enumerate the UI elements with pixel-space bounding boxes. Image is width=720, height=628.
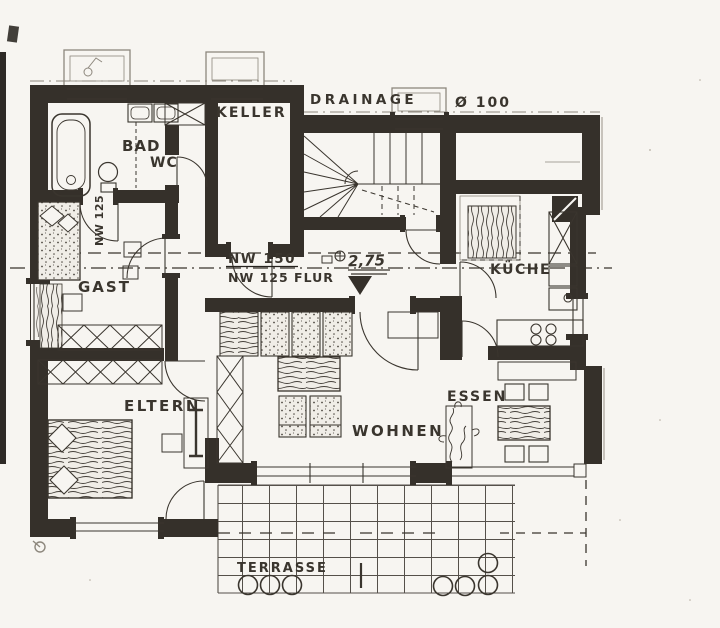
armchairs <box>278 395 342 438</box>
window <box>395 118 443 130</box>
terrace <box>217 480 587 597</box>
window-essen <box>452 466 584 477</box>
window-eltern <box>74 522 164 532</box>
sofa <box>219 311 353 357</box>
annotation-drainage: DRAINAGE <box>310 92 417 108</box>
toilet <box>97 161 119 193</box>
annotation-elevation: 2,75 <box>348 251 386 270</box>
doors <box>79 156 499 520</box>
dining-chairs <box>504 383 549 463</box>
bed-eltern <box>47 419 133 499</box>
window-wohnen <box>257 463 416 483</box>
wardrobe-gast <box>57 324 163 351</box>
furniture <box>37 102 584 499</box>
stove <box>496 319 584 347</box>
door-wohnen <box>359 311 419 371</box>
sideboard-wohnen <box>387 311 439 339</box>
area-label-terrasse: TERRASSE <box>237 561 328 576</box>
door-keller <box>231 256 273 298</box>
annotation-flur-width-2: NW 125 FLUR <box>228 270 334 285</box>
room-label-wohnen: WOHNEN <box>352 422 444 440</box>
labels: KELLER DRAINAGE Ø 100 BAD WC NW 125 GAST… <box>78 92 551 576</box>
room-label-gast: GAST <box>78 278 131 296</box>
radiator <box>39 283 63 349</box>
door-gast-flur <box>126 237 166 279</box>
annotation-door-width-gast: NW 125 <box>93 195 106 246</box>
washbasin <box>127 103 179 123</box>
nightstand <box>161 433 183 453</box>
sideboard-essen <box>497 361 577 381</box>
chimney-hatch <box>553 197 577 221</box>
room-label-eltern: ELTERN <box>124 397 201 415</box>
stool-gast <box>62 293 83 312</box>
room-label-kueche: KÜCHE <box>490 260 551 278</box>
room-label-bad: BAD <box>122 137 161 155</box>
room-label-essen: ESSEN <box>447 389 507 405</box>
fridge-cabinet <box>548 211 578 265</box>
flue-column <box>183 397 209 469</box>
door-essen <box>461 320 499 358</box>
door-stairs <box>405 229 441 265</box>
door-eltern <box>164 360 206 402</box>
door-bad <box>176 156 208 188</box>
terrace-planters <box>237 552 499 597</box>
section-lines <box>10 252 612 269</box>
terrace-grid <box>218 485 515 593</box>
wall-exterior-right <box>582 115 600 215</box>
window <box>67 88 127 100</box>
downspout <box>34 541 46 553</box>
walls <box>26 85 602 539</box>
door-eltern-terrasse <box>165 480 205 520</box>
annotation-flur-width-1: NW 150 <box>228 251 296 267</box>
room-label-wc: WC <box>150 155 178 171</box>
sink <box>548 265 578 311</box>
staircase <box>303 133 440 218</box>
plant <box>438 401 480 469</box>
bathtub <box>51 113 91 197</box>
window <box>211 88 263 100</box>
dining-table <box>497 405 551 441</box>
scan-artifacts <box>0 25 701 601</box>
room-label-keller: KELLER <box>216 105 287 121</box>
door-kueche <box>459 261 497 299</box>
annotation-pipe-diameter: Ø 100 <box>455 95 511 111</box>
shelf-wohnen <box>216 355 244 464</box>
table-gast <box>123 241 142 258</box>
wardrobe-eltern <box>37 359 163 385</box>
bed-gast <box>37 201 81 281</box>
pantry <box>459 195 521 261</box>
elevation-marker <box>321 250 390 295</box>
wall-exterior-top-right <box>304 115 600 133</box>
shaft-hatch <box>164 102 206 126</box>
elevation-triangle <box>348 276 372 295</box>
coffee-table <box>277 356 341 392</box>
wall-exterior-top <box>30 85 292 103</box>
